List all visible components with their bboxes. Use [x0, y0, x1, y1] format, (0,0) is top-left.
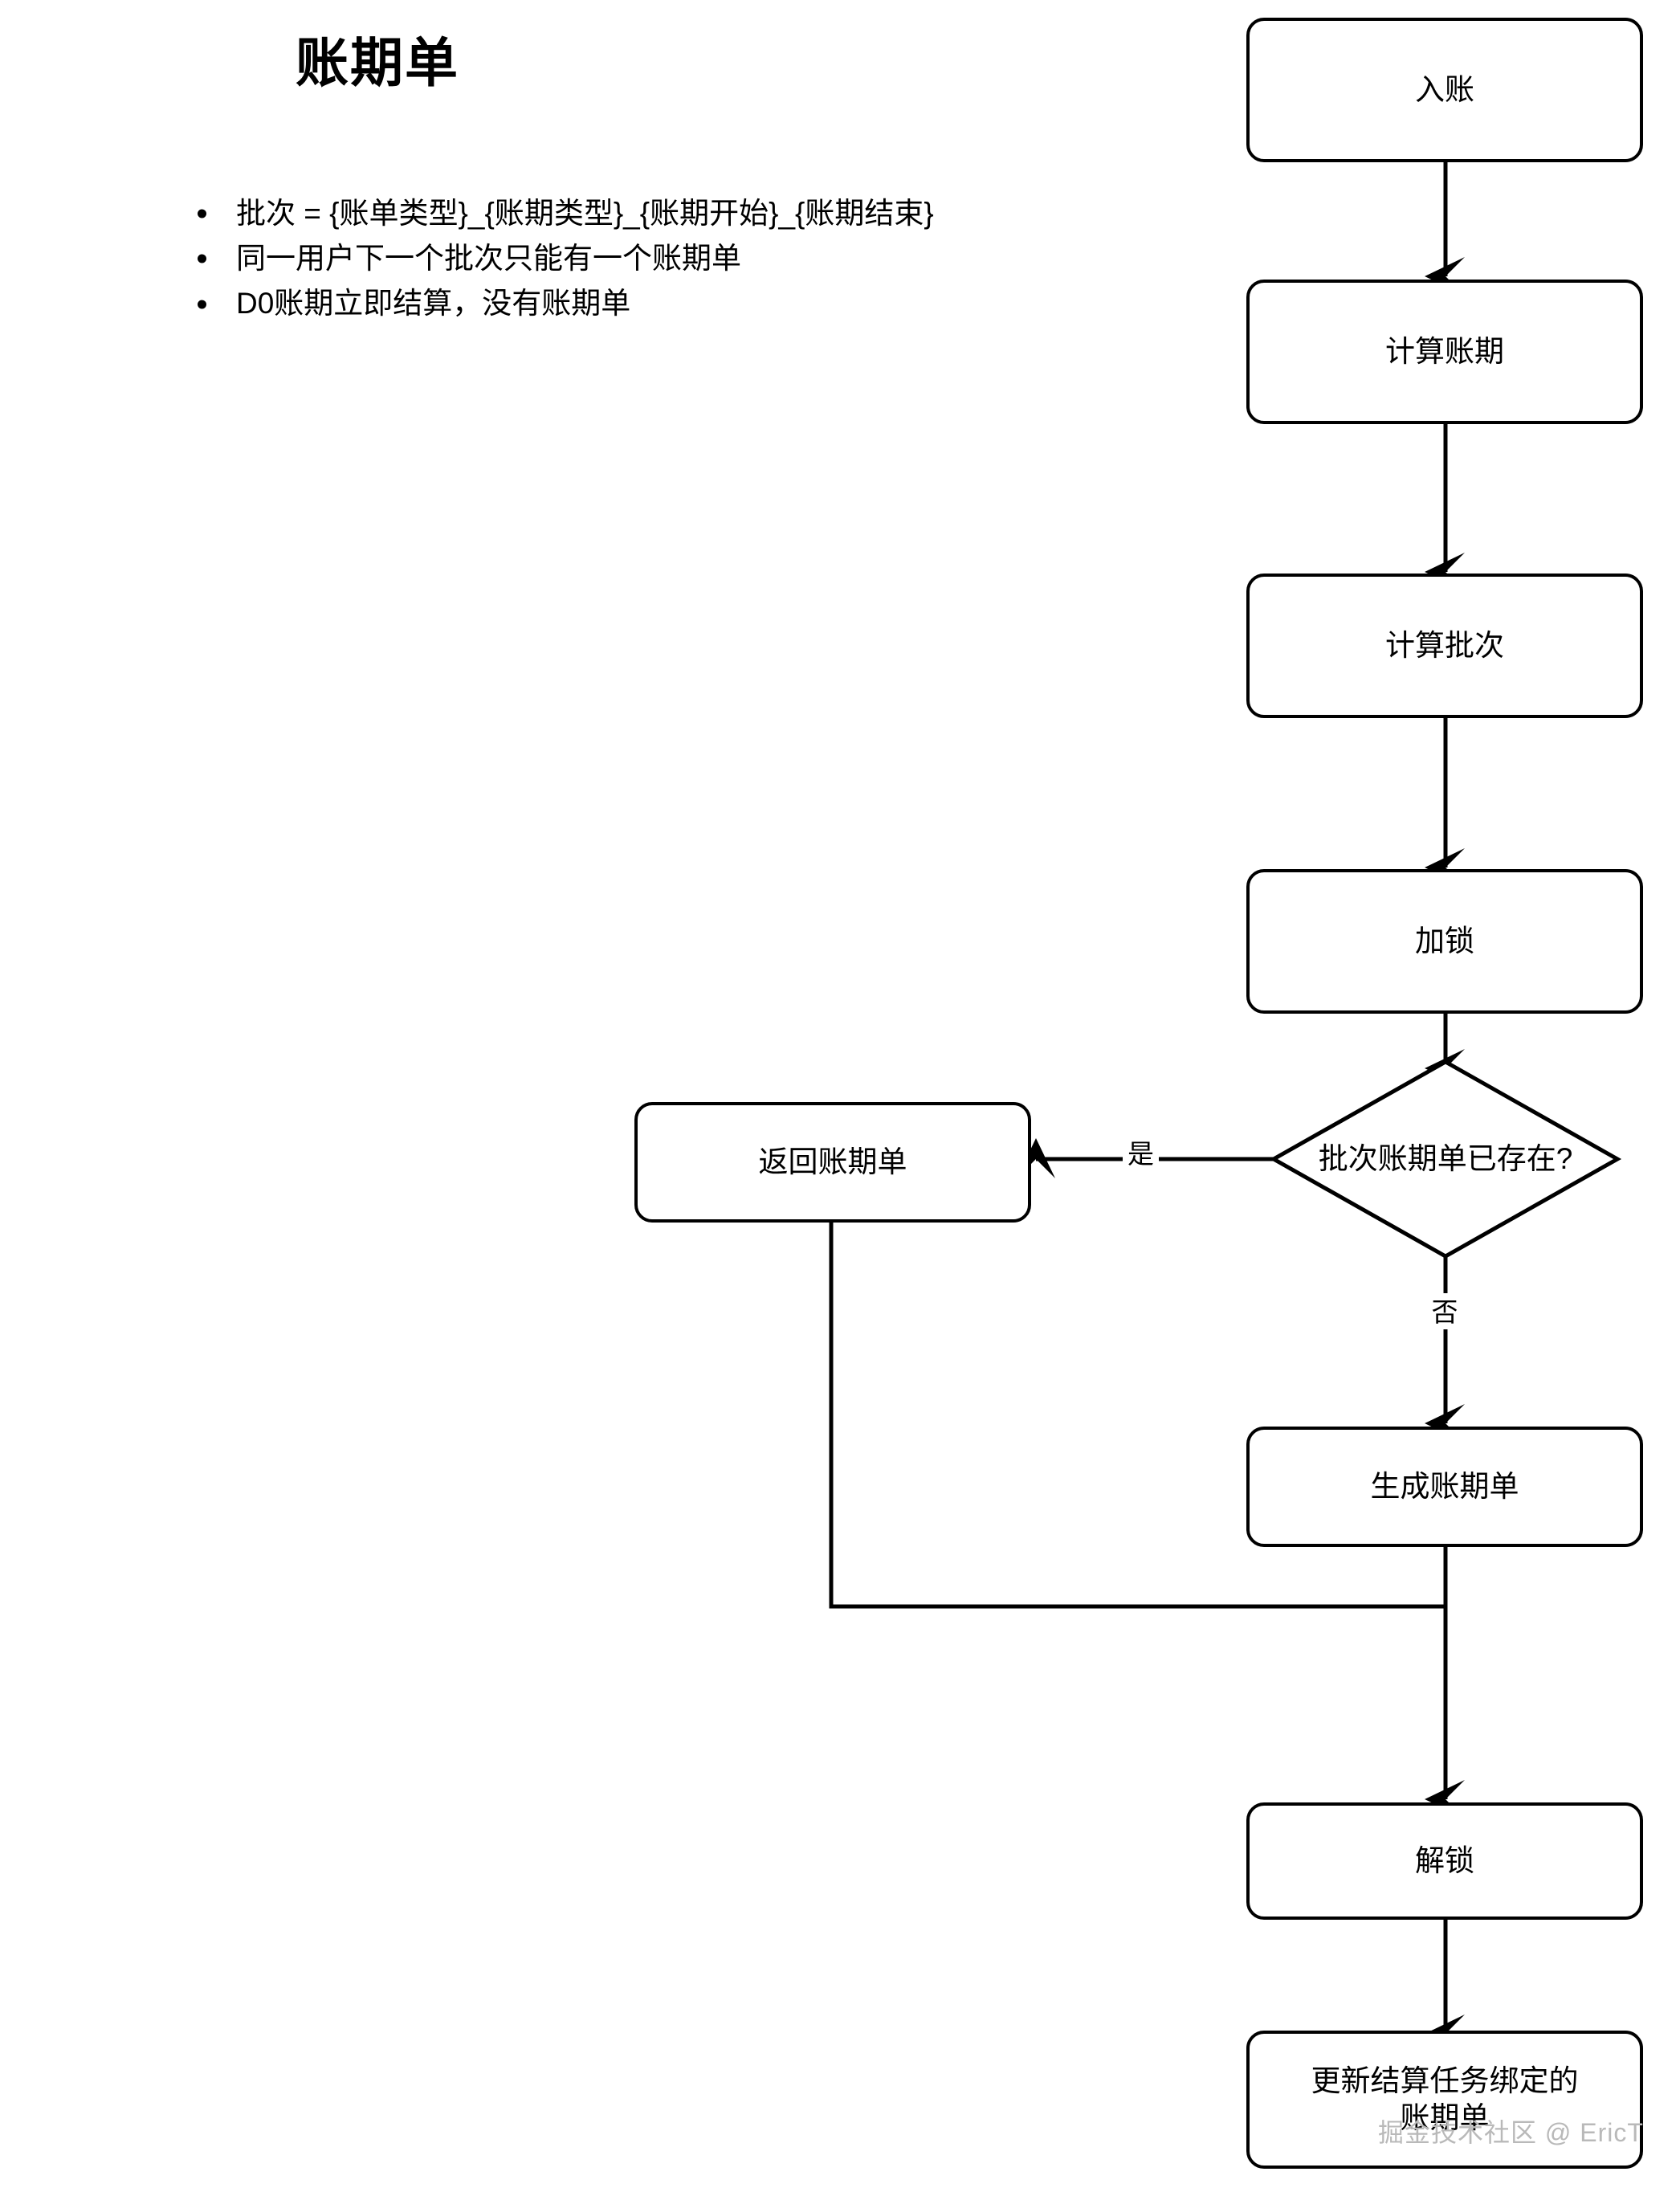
- node-label-line2: 账期单: [1400, 2101, 1490, 2134]
- bullet-icon: [198, 300, 206, 309]
- notes-list: 批次 = {账单类型}_{账期类型}_{账期开始}_{账期结束} 同一用户下一个…: [193, 191, 934, 327]
- bullet-icon: [198, 254, 206, 263]
- note-text: 同一用户下一个批次只能有一个账期单: [236, 242, 741, 276]
- list-item: D0账期立即结算，没有账期单: [193, 281, 934, 326]
- node-decision-zhangqidan-exists[interactable]: 批次账期单已存在?: [1237, 1131, 1654, 1187]
- node-gengxin-jiesuan-renwu[interactable]: 更新结算任务绑定的 账期单: [1246, 2031, 1643, 2169]
- edge-label-no: 否: [1428, 1293, 1458, 1329]
- node-ruzhang[interactable]: 入账: [1246, 18, 1643, 162]
- node-label: 批次账期单已存在?: [1318, 1142, 1573, 1176]
- edge-label-yes: 是: [1123, 1139, 1159, 1169]
- node-label: 生成账期单: [1370, 1470, 1519, 1504]
- node-label: 计算账期: [1385, 335, 1504, 369]
- edge-fanhui-to-jiesuo-merge: [829, 1223, 1446, 1609]
- node-jiasuo[interactable]: 加锁: [1246, 869, 1643, 1014]
- node-label-line1: 更新结算任务绑定的: [1311, 2064, 1579, 2098]
- notes-panel: 账期单 批次 = {账单类型}_{账期类型}_{账期开始}_{账期结束} 同一用…: [0, 0, 1205, 418]
- node-label: 返回账期单: [758, 1145, 907, 1179]
- node-jisuanzhangqi[interactable]: 计算账期: [1246, 280, 1643, 424]
- node-label: 入账: [1415, 73, 1474, 107]
- page-title: 账期单: [296, 33, 459, 92]
- node-label: 解锁: [1415, 1844, 1474, 1878]
- list-item: 批次 = {账单类型}_{账期类型}_{账期开始}_{账期结束}: [193, 191, 934, 236]
- node-label: 加锁: [1415, 925, 1474, 958]
- node-jisuanpici[interactable]: 计算批次: [1246, 574, 1643, 718]
- node-fanhui-zhangqidan[interactable]: 返回账期单: [634, 1102, 1031, 1223]
- node-label: 计算批次: [1385, 629, 1504, 663]
- list-item: 同一用户下一个批次只能有一个账期单: [193, 236, 934, 281]
- node-jiesuo[interactable]: 解锁: [1246, 1802, 1643, 1920]
- node-shengcheng-zhangqidan[interactable]: 生成账期单: [1246, 1427, 1643, 1547]
- bullet-icon: [198, 209, 206, 218]
- note-text: 批次 = {账单类型}_{账期类型}_{账期开始}_{账期结束}: [236, 197, 934, 230]
- note-text: D0账期立即结算，没有账期单: [236, 287, 631, 320]
